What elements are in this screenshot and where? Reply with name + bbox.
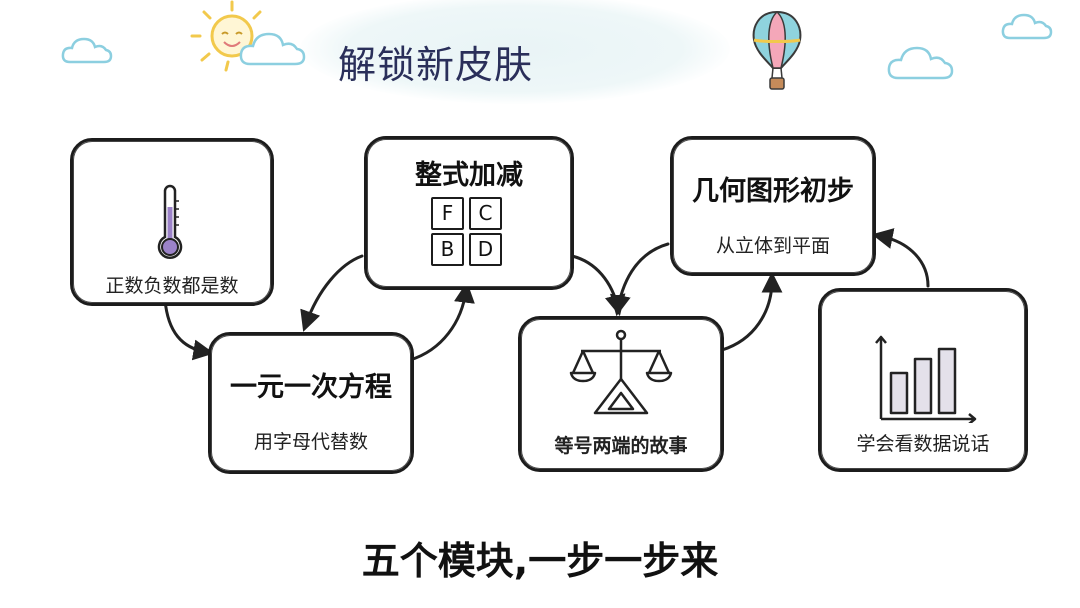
cloud-icon (887, 46, 954, 80)
module-subtitle: 从立体到平面 (715, 235, 830, 257)
module-title: 一元一次方程 (230, 372, 392, 403)
module-card-linear-equation: 一元一次方程 用字母代替数 (208, 332, 414, 474)
module-title: 整式加减 (415, 160, 523, 191)
hot-air-balloon-icon (752, 10, 802, 90)
footer-caption: 五个模块,一步一步来 (361, 539, 719, 583)
module-subtitle: 学会看数据说话 (856, 433, 990, 455)
module-title: 几何图形初步 (692, 176, 854, 207)
thermometer-icon (157, 184, 183, 260)
module-subtitle: 等号两端的故事 (554, 435, 688, 457)
letter-cell: D (469, 233, 502, 266)
balance-scale-icon (569, 329, 673, 415)
letter-cell: C (469, 197, 502, 230)
module-subtitle: 正数负数都是数 (105, 275, 239, 297)
bar-chart-icon (875, 335, 977, 423)
cloud-icon (1001, 13, 1053, 40)
module-card-statistics: 学会看数据说话 (818, 288, 1028, 472)
module-card-polynomial: 整式加减 F C B D (364, 136, 574, 290)
module-card-equality-story: 等号两端的故事 (518, 316, 724, 472)
cloud-icon (61, 37, 113, 64)
cloud-icon (239, 32, 306, 66)
letter-cell: B (431, 233, 464, 266)
module-card-geometry: 几何图形初步 从立体到平面 (670, 136, 876, 276)
letter-grid-icon: F C B D (431, 197, 503, 269)
module-subtitle: 用字母代替数 (253, 431, 368, 453)
title-background-blob (300, 0, 730, 104)
module-card-positive-negative: 正数负数都是数 (70, 138, 274, 306)
page-title: 解锁新皮肤 (338, 43, 534, 87)
letter-cell: F (431, 197, 464, 230)
